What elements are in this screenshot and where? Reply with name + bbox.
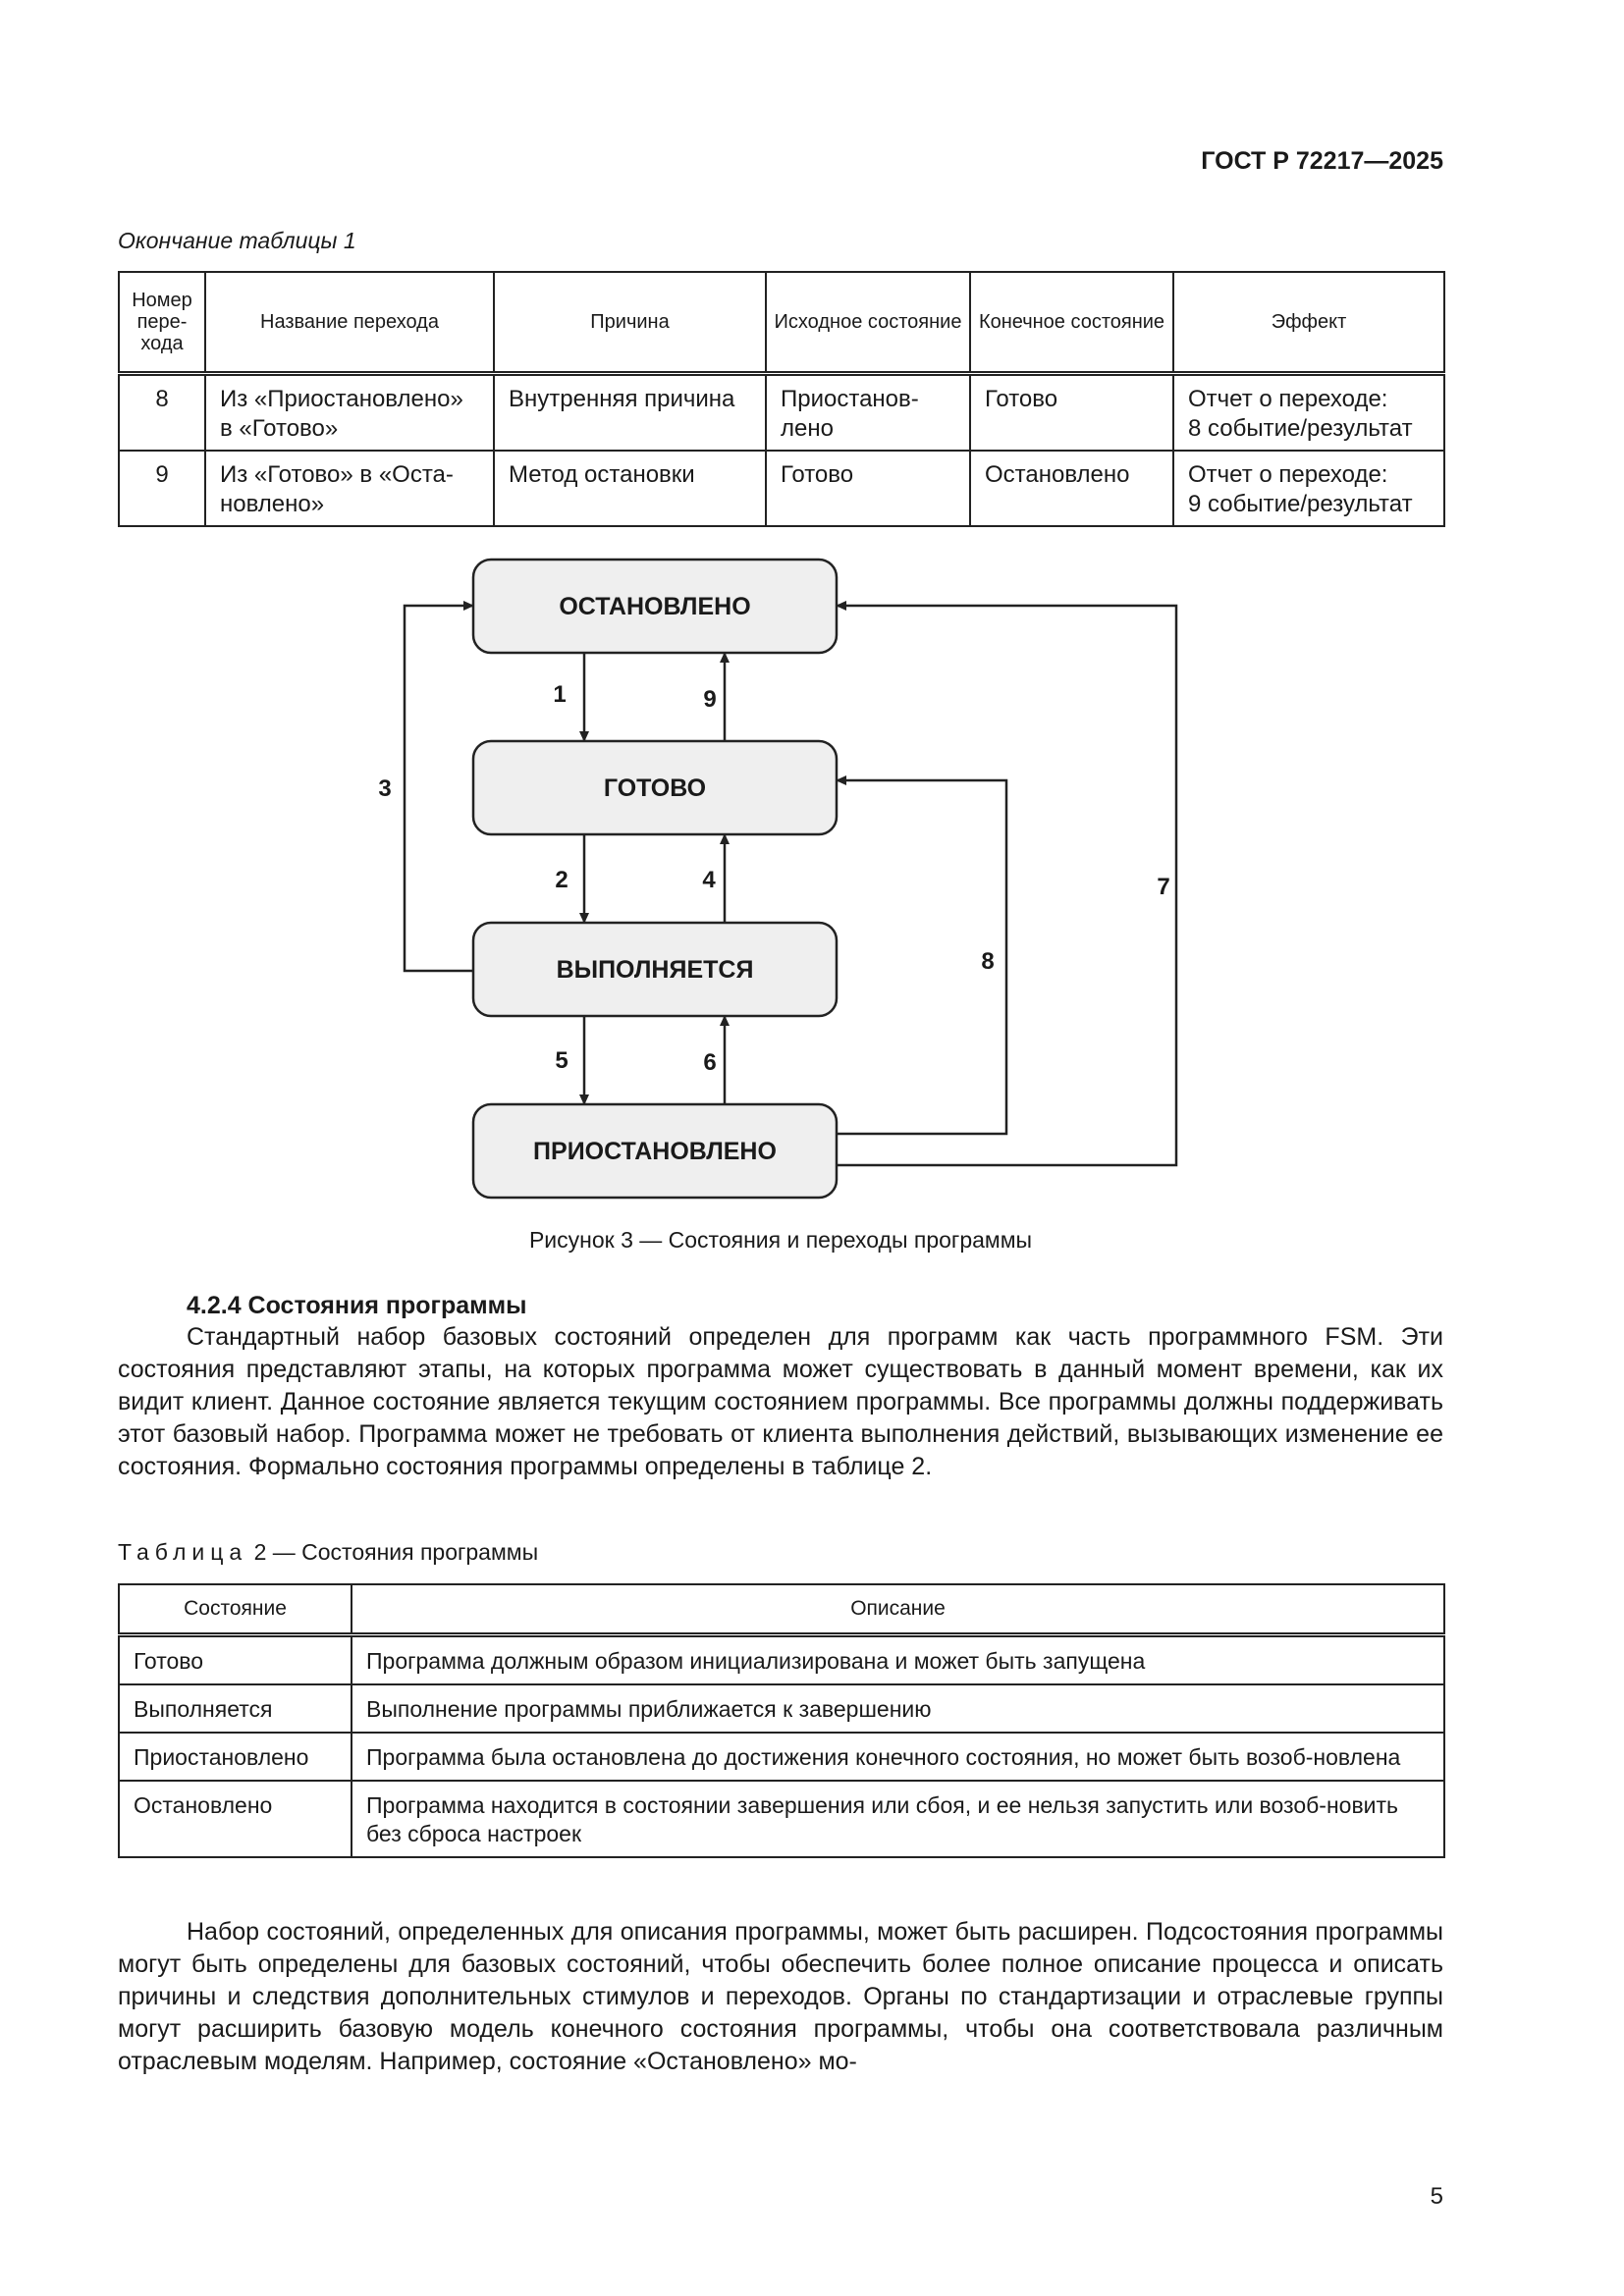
table1-caption: Окончание таблицы 1 (118, 228, 356, 253)
state-box-suspended (471, 1102, 839, 1200)
target-state: Готово (969, 372, 1174, 452)
section-title: 4.2.4 Состояния программы (187, 1292, 527, 1319)
table-row: Готово Программа должным образом инициал… (118, 1633, 1445, 1685)
header-cell: Конечное состояние (969, 271, 1174, 376)
header-cell: Причина (493, 271, 767, 376)
transition-label-5: 5 (555, 1047, 568, 1074)
state-diagram: ОСТАНОВЛЕНО ГОТОВО ВЫПОЛНЯЕТСЯ ПРИОСТАНО… (378, 558, 1178, 1200)
transition-effect: Отчет о переходе:8 событие/результат (1172, 372, 1445, 452)
page-number: 5 (1430, 2183, 1443, 2210)
state-description: Программа была остановлена до достижения… (351, 1732, 1445, 1782)
transition-label-9: 9 (703, 686, 716, 713)
state-label-running: ВЫПОЛНЯЕТСЯ (557, 956, 754, 984)
transition-cause: Внутренняя причина (493, 372, 767, 452)
transition-label-8: 8 (981, 948, 994, 975)
table-header-row: Состояние Описание (118, 1583, 1445, 1637)
transition-number: 8 (118, 372, 206, 452)
transition-label-2: 2 (555, 867, 568, 893)
table-row: 9 Из «Готово» в «Оста-новлено» Метод ост… (118, 450, 1445, 527)
table-row: Выполняется Выполнение программы приближ… (118, 1683, 1445, 1734)
transitions-table: Номер пере-хода Название перехода Причин… (118, 271, 1445, 527)
table-header-row: Номер пере-хода Название перехода Причин… (118, 271, 1445, 376)
transition-label-3: 3 (378, 775, 391, 802)
state-label-suspended: ПРИОСТАНОВЛЕНО (533, 1138, 777, 1165)
closing-paragraph: Набор состояний, определенных для описан… (118, 1918, 1443, 2075)
state-name: Остановлено (118, 1780, 352, 1858)
transition-name: Из «Приостановлено»в «Готово» (204, 372, 495, 452)
state-name: Выполняется (118, 1683, 352, 1734)
transition-label-1: 1 (553, 681, 566, 708)
state-box-running (471, 921, 839, 1018)
header-cell: Название перехода (204, 271, 495, 376)
state-label-stopped: ОСТАНОВЛЕНО (559, 593, 750, 620)
state-label-ready: ГОТОВО (604, 774, 706, 802)
transition-effect: Отчет о переходе:9 событие/результат (1172, 450, 1445, 527)
state-name: Приостановлено (118, 1732, 352, 1782)
figure-caption: Рисунок 3 — Состояния и переходы програм… (528, 1227, 1033, 1253)
table2-caption: Таблица 2 — Состояния программы (118, 1539, 539, 1565)
state-name: Готово (118, 1633, 352, 1685)
arrow-transition-7 (836, 601, 1178, 1167)
document-id: ГОСТ Р 72217—2025 (1201, 147, 1443, 175)
arrow-transition-8 (836, 775, 1008, 1136)
header-cell: Номер пере-хода (118, 271, 206, 376)
source-state: Приостанов-лено (765, 372, 971, 452)
table-row: Приостановлено Программа была остановлен… (118, 1732, 1445, 1782)
source-state: Готово (765, 450, 971, 527)
header-cell: Состояние (118, 1583, 352, 1637)
transition-label-7: 7 (1157, 874, 1169, 900)
state-description: Программа должным образом инициализирова… (351, 1633, 1445, 1685)
state-box-ready (471, 739, 839, 836)
transition-label-4: 4 (702, 867, 716, 893)
transition-label-6: 6 (703, 1049, 716, 1076)
states-table: Состояние Описание Готово Программа долж… (118, 1583, 1445, 1858)
target-state: Остановлено (969, 450, 1174, 527)
table-row: Остановлено Программа находится в состоя… (118, 1780, 1445, 1858)
arrow-transition-3 (403, 601, 474, 973)
transition-number: 9 (118, 450, 206, 527)
state-description: Выполнение программы приближается к заве… (351, 1683, 1445, 1734)
section-paragraph: Стандартный набор базовых состояний опре… (118, 1323, 1443, 1480)
header-cell: Исходное состояние (765, 271, 971, 376)
transition-name: Из «Готово» в «Оста-новлено» (204, 450, 495, 527)
state-description: Программа находится в состоянии завершен… (351, 1780, 1445, 1858)
table-row: 8 Из «Приостановлено»в «Готово» Внутренн… (118, 372, 1445, 452)
header-cell: Описание (351, 1583, 1445, 1637)
transition-cause: Метод остановки (493, 450, 767, 527)
header-cell: Эффект (1172, 271, 1445, 376)
